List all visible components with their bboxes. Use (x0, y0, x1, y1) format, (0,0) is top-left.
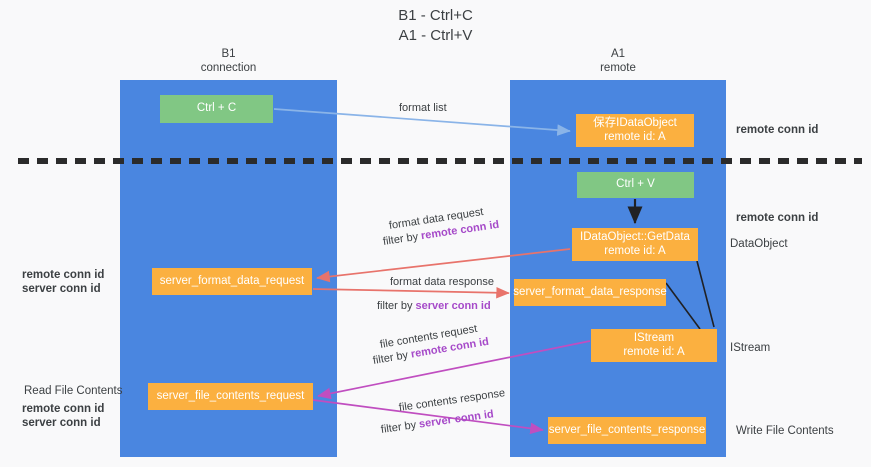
diagram-title: B1 - Ctrl+C A1 - Ctrl+V (398, 7, 473, 44)
column-header-b1: B1 connection (200, 48, 257, 74)
node-ctrl-c[interactable]: Ctrl + C (160, 95, 273, 123)
side-label-server-conn-id-left-mid: server conn id (22, 283, 101, 295)
side-label-write-file-contents: Write File Contents (736, 425, 834, 437)
side-label-remote-conn-id-left-bot: remote conn id (22, 403, 105, 415)
side-label-dataobject: DataObject (730, 238, 788, 250)
edge-label-format-data-response: format data response (390, 276, 494, 288)
side-label-server-conn-id-left-bot: server conn id (22, 417, 101, 429)
node-server-format-data-response[interactable]: server_format_data_response (513, 279, 667, 306)
filter-prefix: filter by (377, 300, 416, 312)
filter-key-server-conn-id: server conn id (415, 300, 491, 312)
side-label-remote-conn-id-left-mid: remote conn id (22, 269, 105, 281)
side-label-remote-conn-id-mid: remote conn id (736, 212, 819, 224)
node-server-file-contents-response[interactable]: server_file_contents_response (548, 417, 706, 444)
node-ctrl-v[interactable]: Ctrl + V (577, 172, 694, 198)
node-server-file-contents-request[interactable]: server_file_contents_request (148, 383, 313, 410)
side-label-istream: IStream (730, 342, 771, 354)
node-server-format-data-request[interactable]: server_format_data_request (152, 268, 312, 295)
node-save-idataobject[interactable]: 保存IDataObject remote id: A (576, 114, 694, 147)
filter-prefix: filter by (382, 230, 422, 248)
filter-prefix: filter by (372, 348, 412, 367)
edge-label-format-data-response-filter: filter by server conn id (377, 298, 491, 314)
edge-label-format-list: format list (399, 102, 447, 114)
node-istream[interactable]: IStream remote id: A (591, 329, 717, 362)
filter-prefix: filter by (380, 418, 420, 436)
edge-label-file-contents-response-filter: filter by server conn id (380, 406, 495, 438)
node-idataobject-getdata[interactable]: IDataObject::GetData remote id: A (572, 228, 698, 261)
side-label-remote-conn-id-top: remote conn id (736, 124, 819, 136)
column-header-a1: A1 remote (600, 48, 636, 74)
side-label-read-file-contents: Read File Contents (24, 385, 123, 397)
